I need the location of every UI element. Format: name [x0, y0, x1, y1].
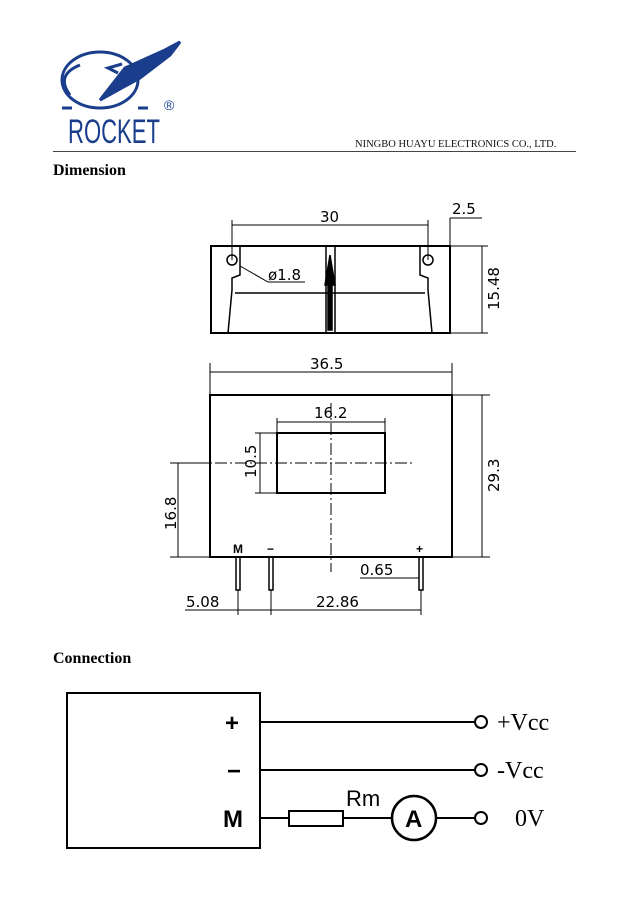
dim-pin-pitch-2: 22.86: [316, 593, 359, 611]
terminal-0v: 0V: [515, 806, 545, 832]
terminal-plus-vcc: +Vcc: [497, 710, 549, 736]
dim-top-offset: 2.5: [452, 200, 476, 218]
connection-heading: Connection: [53, 650, 132, 667]
dim-hole-diameter: ø1.8: [268, 266, 301, 284]
pin-label-plus: +: [416, 542, 423, 556]
dim-center-height: 16.8: [162, 497, 180, 530]
logo-text: ROCKET: [68, 113, 160, 151]
dim-top-width: 30: [320, 208, 339, 226]
top-view-drawing: [210, 217, 488, 334]
dim-top-height: 15.48: [485, 267, 503, 310]
pin-label-m: M: [233, 542, 243, 556]
front-view-drawing: [170, 363, 490, 615]
rocket-logo: ROCKET ®: [60, 40, 182, 151]
pin-label-minus: −: [267, 542, 274, 556]
conn-pin-minus: −: [227, 758, 241, 785]
registered-mark: ®: [164, 97, 175, 113]
conn-pin-plus: +: [225, 710, 239, 737]
ammeter-label: A: [405, 806, 422, 833]
header-divider: [53, 151, 576, 152]
dim-overall-width: 36.5: [310, 355, 343, 373]
dim-window-height: 10.5: [242, 445, 260, 478]
conn-pin-m: M: [223, 806, 243, 833]
dim-overall-height: 29.3: [485, 459, 503, 492]
connection-diagram: [66, 692, 488, 849]
dim-pin-width: 0.65: [360, 561, 393, 579]
dimension-heading: Dimension: [53, 162, 126, 179]
dim-pin-pitch-1: 5.08: [186, 593, 219, 611]
dim-window-width: 16.2: [314, 404, 347, 422]
company-name: NINGBO HUAYU ELECTRONICS CO., LTD.: [355, 139, 557, 150]
resistor-label: Rm: [346, 786, 380, 811]
terminal-minus-vcc: -Vcc: [497, 758, 544, 784]
